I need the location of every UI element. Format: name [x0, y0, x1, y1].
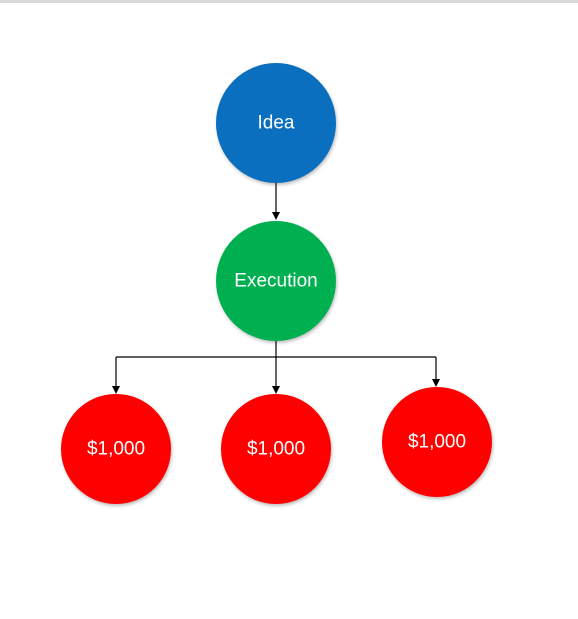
node-outcome-right-label: $1,000 — [408, 432, 466, 453]
node-outcome-middle: $1,000 — [221, 394, 331, 504]
arrowhead-right — [432, 379, 440, 387]
node-execution-label: Execution — [234, 271, 317, 292]
node-outcome-left: $1,000 — [61, 394, 171, 504]
node-outcome-left-label: $1,000 — [87, 439, 145, 460]
node-idea: Idea — [216, 63, 336, 183]
node-outcome-middle-label: $1,000 — [247, 439, 305, 460]
node-execution: Execution — [216, 221, 336, 341]
node-idea-label: Idea — [258, 113, 295, 134]
top-border — [0, 0, 578, 3]
node-execution-circle — [216, 221, 336, 341]
node-outcome-left-circle — [61, 394, 171, 504]
arrowhead-left — [112, 386, 120, 394]
arrowhead-middle — [272, 386, 280, 394]
node-idea-circle — [216, 63, 336, 183]
node-outcome-middle-circle — [221, 394, 331, 504]
arrowhead-execution — [272, 212, 280, 220]
node-outcome-right: $1,000 — [382, 387, 492, 497]
node-outcome-right-circle — [382, 387, 492, 497]
